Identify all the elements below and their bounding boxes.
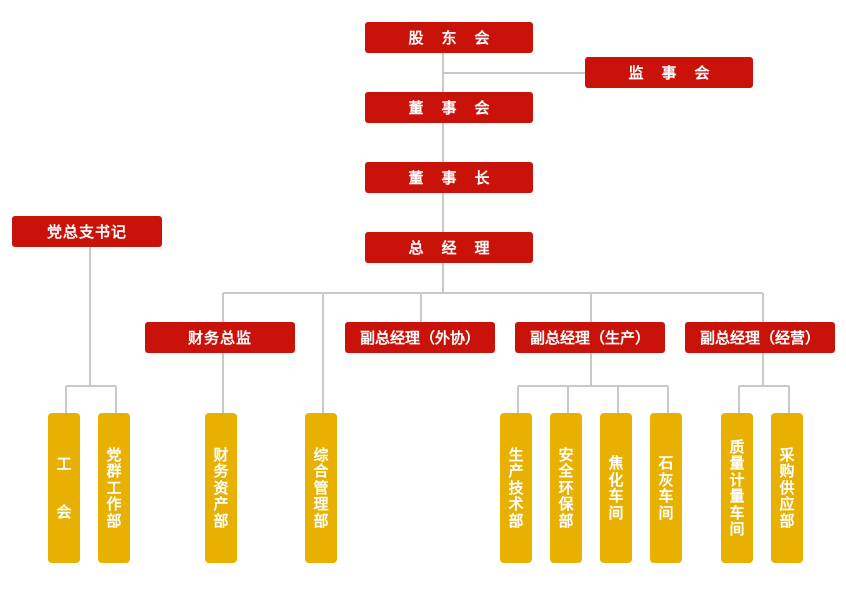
dept-label: 财务资产部 bbox=[213, 445, 229, 530]
dept-safety-environment[interactable]: 安全环保部 bbox=[550, 413, 582, 563]
node-party-secretary[interactable]: 党总支书记 bbox=[12, 216, 162, 247]
node-supervisors[interactable]: 监事会 bbox=[585, 57, 753, 88]
dept-finance-assets[interactable]: 财务资产部 bbox=[205, 413, 237, 563]
dept-lime-workshop[interactable]: 石灰车间 bbox=[650, 413, 682, 563]
node-vgm-production[interactable]: 副总经理（生产） bbox=[515, 322, 665, 353]
dept-production-technology[interactable]: 生产技术部 bbox=[500, 413, 532, 563]
dept-label: 综合管理部 bbox=[313, 445, 329, 530]
dept-general-management[interactable]: 综合管理部 bbox=[305, 413, 337, 563]
node-vgm-external[interactable]: 副总经理（外协） bbox=[345, 322, 495, 353]
dept-label: 工会 bbox=[56, 455, 72, 521]
dept-quality-metrology[interactable]: 质量计量车间 bbox=[721, 413, 753, 563]
dept-label: 生产技术部 bbox=[508, 445, 524, 530]
dept-label: 焦化车间 bbox=[608, 454, 624, 522]
node-general-manager[interactable]: 总经理 bbox=[365, 232, 533, 263]
node-cfo[interactable]: 财务总监 bbox=[145, 322, 295, 353]
dept-label: 质量计量车间 bbox=[729, 437, 745, 538]
dept-label: 采购供应部 bbox=[779, 445, 795, 530]
dept-party-affairs[interactable]: 党群工作部 bbox=[98, 413, 130, 563]
node-chairman[interactable]: 董事长 bbox=[365, 162, 533, 193]
dept-coking-workshop[interactable]: 焦化车间 bbox=[600, 413, 632, 563]
node-shareholders[interactable]: 股东会 bbox=[365, 22, 533, 53]
node-vgm-operations[interactable]: 副总经理（经营） bbox=[685, 322, 835, 353]
dept-label: 党群工作部 bbox=[106, 445, 122, 530]
dept-union[interactable]: 工会 bbox=[48, 413, 80, 563]
dept-label: 石灰车间 bbox=[658, 454, 674, 522]
dept-procurement[interactable]: 采购供应部 bbox=[771, 413, 803, 563]
node-board[interactable]: 董事会 bbox=[365, 92, 533, 123]
dept-label: 安全环保部 bbox=[558, 445, 574, 530]
